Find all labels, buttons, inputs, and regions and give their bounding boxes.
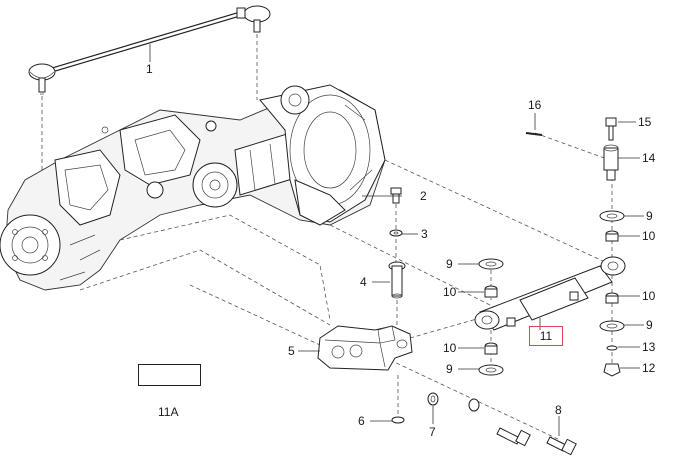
label-7: 7 [429,425,436,439]
bolts-bottom [427,392,577,456]
hardware-right-column [525,117,625,377]
steering-cylinder [474,256,626,331]
small-hardware-left [388,187,406,424]
label-10-lower-left: 10 [443,341,457,355]
label-13: 13 [642,340,656,354]
leader-lines [149,44,644,436]
label-2: 2 [420,189,427,203]
label-10-upper-right: 10 [642,229,656,243]
label-8: 8 [555,403,562,417]
cylinder-bracket [317,325,413,371]
label-15: 15 [638,115,652,129]
label-6: 6 [358,414,365,428]
label-4: 4 [360,275,367,289]
label-10-lower-right: 10 [642,289,656,303]
label-5: 5 [288,344,295,358]
label-12: 12 [642,361,656,375]
label-16: 16 [528,98,542,112]
callout-box-11a [138,364,201,386]
label-14: 14 [642,151,656,165]
label-9-upper-right: 9 [646,209,653,223]
label-9-lower-left: 9 [446,362,453,376]
label-9-upper-left: 9 [446,257,453,271]
label-9-lower-right: 9 [646,318,653,332]
part-numbers: 1 2 3 4 5 6 7 8 9 10 10 9 16 15 14 9 10 … [146,62,656,439]
label-11-highlighted[interactable]: 11 [529,326,563,346]
washers-left-column [478,258,504,376]
label-10-upper-left: 10 [443,285,457,299]
label-3: 3 [421,227,428,241]
axle-assembly [0,84,386,291]
tie-rod-assembly [28,5,271,170]
label-1: 1 [146,62,153,76]
label-11a: 11A [158,405,178,419]
